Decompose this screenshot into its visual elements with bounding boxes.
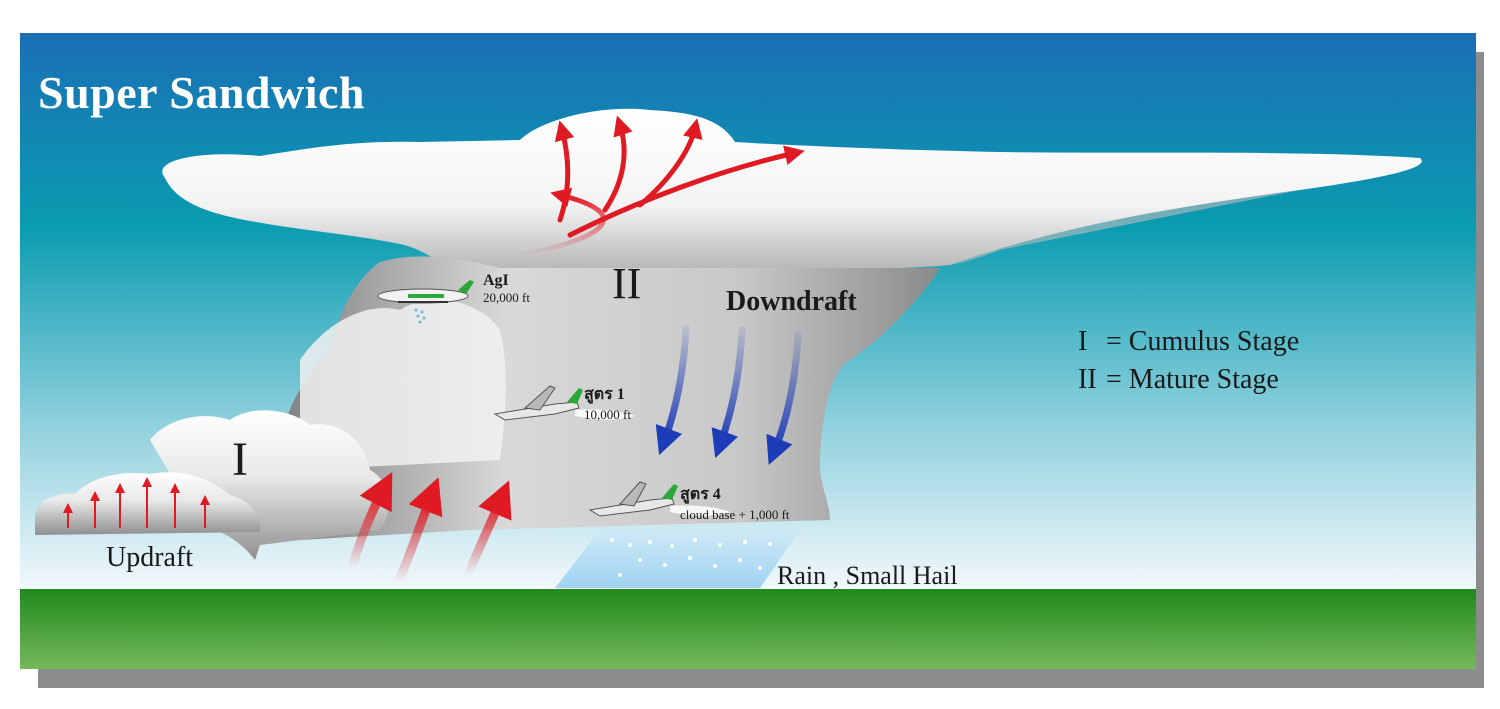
aircraft-formula1-icon: [493, 385, 635, 421]
ground: [20, 589, 1476, 669]
small-updraft-arrows: [63, 477, 210, 528]
updraft-arrows: [347, 472, 512, 588]
aircraft-formula4-icon: [588, 481, 730, 517]
aircraft-agi-icon: [377, 280, 474, 324]
aircraft-name: AgI: [483, 272, 509, 289]
stage-one-label: I: [232, 433, 248, 486]
rain-shaft: [555, 530, 800, 588]
aircraft-altitude: 10,000 ft: [584, 407, 631, 422]
legend-symbol: I: [1078, 326, 1088, 357]
legend-item-mature: II = Mature Stage: [1078, 361, 1299, 399]
legend-text: = Mature Stage: [1106, 364, 1279, 395]
aircraft-altitude: 20,000 ft: [483, 290, 530, 305]
legend-symbol: II: [1078, 364, 1097, 395]
aircraft-name: สูตร 1: [584, 386, 625, 403]
divergence-arrows: [517, 115, 805, 258]
diagram-title: Super Sandwich: [38, 67, 366, 118]
stage-two-label: II: [612, 259, 642, 308]
hail-dots: [610, 538, 772, 577]
legend-text: = Cumulus Stage: [1106, 326, 1300, 357]
anvil-cloud: [162, 108, 1422, 269]
aircraft-agi-label: AgI 20,000 ft: [483, 272, 530, 306]
aircraft-altitude: cloud base + 1,000 ft: [680, 507, 790, 522]
downdraft-arrows: [655, 324, 802, 465]
downdraft-label: Downdraft: [726, 286, 857, 317]
aircraft-formula4-label: สูตร 4 cloud base + 1,000 ft: [680, 482, 790, 523]
legend: I = Cumulus Stage II = Mature Stage: [1078, 323, 1299, 399]
aircraft-formula1-label: สูตร 1 10,000 ft: [584, 382, 631, 423]
updraft-label: Updraft: [106, 542, 194, 573]
aircraft-name: สูตร 4: [680, 486, 721, 503]
rain-label: Rain , Small Hail: [777, 561, 958, 590]
legend-item-cumulus: I = Cumulus Stage: [1078, 323, 1299, 361]
